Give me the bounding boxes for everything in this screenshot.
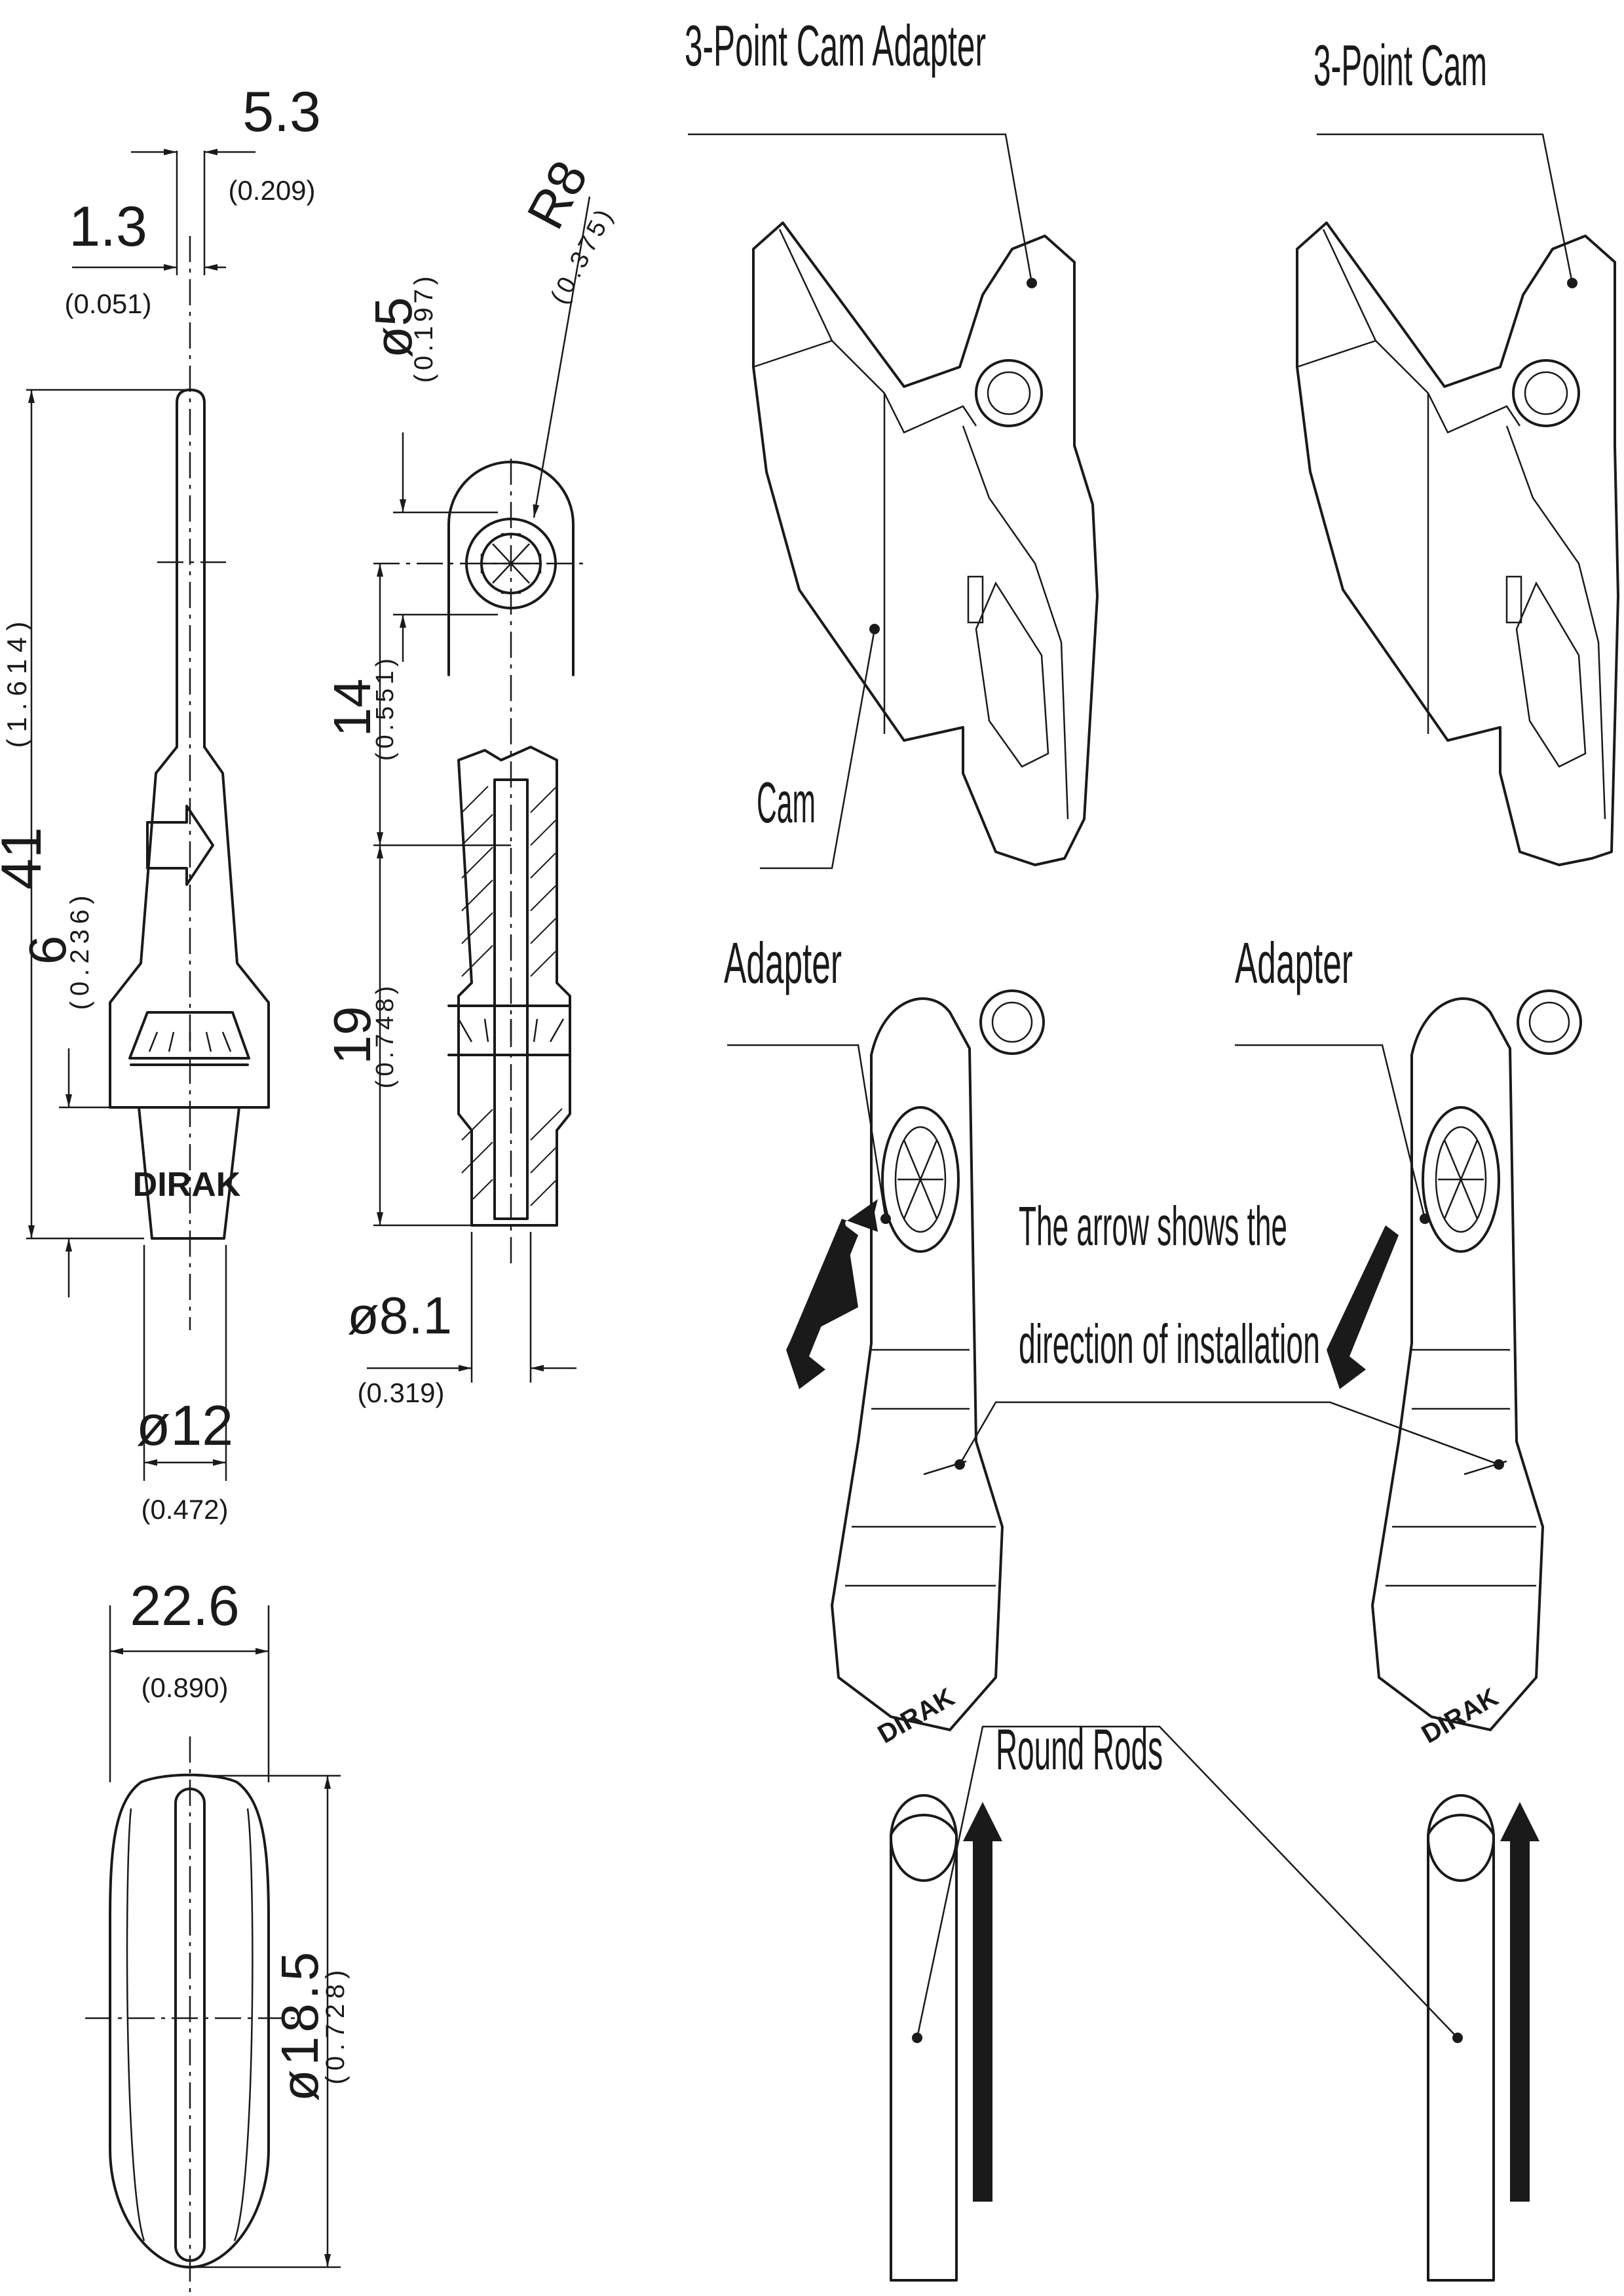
label-3-point-cam-adapter: 3-Point Cam Adapter (685, 13, 986, 78)
dim-1-3: 1.3 (69, 195, 147, 258)
dim-18-5-in: (0.728) (321, 1965, 350, 2085)
dim-5-3-in: (0.209) (228, 175, 315, 206)
dim-8-1: ø8.1 (347, 1286, 452, 1345)
side-view: 5.3 (0.209) 1.3 (0.051) 41 (1.614) 6 (0.… (0, 81, 321, 1525)
dim-12: ø12 (136, 1394, 233, 1457)
dim-1-3-in: (0.051) (64, 288, 151, 319)
label-adapter-right: Adapter (1235, 930, 1353, 995)
leader-lines (688, 133, 1574, 2038)
dim-41: 41 (0, 827, 53, 890)
rod-arrow-left (963, 1802, 1002, 2202)
rod-arrow-right (1500, 1802, 1539, 2202)
label-arrow-note-line1: The arrow shows the (1019, 1195, 1287, 1257)
dim-6: 6 (18, 936, 77, 965)
label-cam: Cam (757, 770, 816, 835)
dim-22-6-in: (0.890) (141, 1672, 228, 1703)
label-arrow-note-line2: direction of installation (1019, 1313, 1320, 1375)
section-view: ø5 (0.197) R8 (0.375) 14 (0.551) 19 (0.7… (323, 151, 620, 1408)
dim-18-5: ø18.5 (271, 1948, 329, 2102)
dim-14: 14 (323, 679, 381, 737)
dim-19: 19 (323, 1006, 381, 1065)
dim-14-in: (0.551) (371, 655, 399, 761)
assembly-with-cam-adapter: DIRAK (752, 221, 1099, 2282)
label-round-rods: Round Rods (996, 1717, 1163, 1782)
dim-12-in: (0.472) (141, 1494, 228, 1525)
assembly-with-cam: DIRAK (1296, 221, 1619, 2282)
dim-41-in: (1.614) (1, 615, 32, 748)
dim-d5-in: (0.197) (409, 273, 438, 383)
top-view: 22.6 (0.890) ø18.5 (0.728) (85, 1575, 350, 2293)
dim-19-in: (0.748) (371, 982, 399, 1088)
dim-5-3: 5.3 (242, 81, 321, 144)
label-adapter-left: Adapter (724, 930, 842, 995)
install-arrow-right (1327, 1225, 1399, 1389)
label-3-point-cam: 3-Point Cam (1313, 33, 1487, 98)
dim-22-6: 22.6 (130, 1575, 239, 1637)
dim-6-in: (0.236) (66, 890, 94, 1010)
brand-mark-side-view: DIRAK (133, 1166, 241, 1204)
dim-8-1-in: (0.319) (357, 1377, 444, 1408)
dim-d5: ø5 (364, 297, 423, 358)
